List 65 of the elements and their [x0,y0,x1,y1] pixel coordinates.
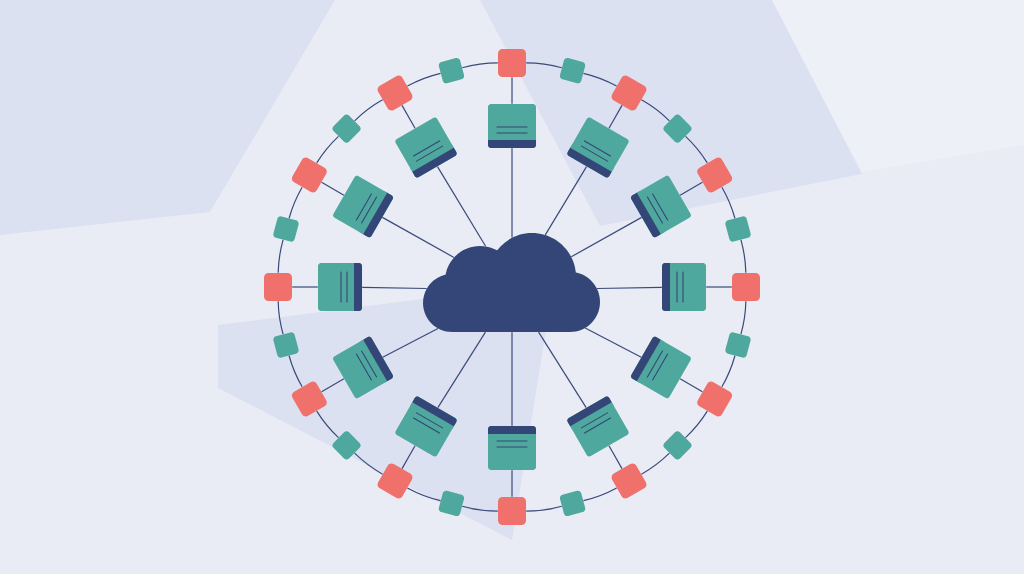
connection-line [584,327,642,358]
connection-line [401,104,416,129]
server-box [488,426,536,470]
server-box [488,104,536,148]
connection-line [321,181,345,196]
ring-line [406,487,442,502]
connection-line [382,327,439,358]
ring-line [740,239,747,274]
ring-line [721,355,736,388]
cloud [423,233,600,332]
ring-line [740,300,747,335]
connection-line [679,378,703,393]
ring-line [354,99,384,122]
ring-line [640,452,670,475]
ring-line [288,355,303,388]
ring-line [316,410,340,439]
connection-line [401,445,416,470]
ring-line [461,505,499,512]
node-square [264,273,292,301]
server-box [631,336,691,399]
connection-line [437,331,487,409]
node-square [732,273,760,301]
ring-line [406,72,442,87]
ring-line [277,300,284,335]
connection-line [511,469,513,498]
connection-line [544,165,588,236]
connection-line [608,445,623,470]
ring-line [316,135,340,164]
server-box [395,396,457,457]
server-box [567,117,629,178]
server-box [631,175,691,238]
ring-line [525,62,563,69]
node-square [498,49,526,77]
server-box [318,263,362,311]
connection-line [705,286,733,288]
connection-line [361,286,428,290]
connection-line [511,331,513,427]
ring-line [288,186,303,219]
connection-line [679,181,703,196]
ring-line [684,410,708,439]
connection-line [511,147,513,239]
server-box [395,117,457,178]
server-box [333,175,393,238]
connection-line [321,378,345,393]
connection-line [291,286,319,288]
connection-line [570,216,643,258]
ring-line [525,505,563,512]
ring-line [354,452,384,475]
ring-line [582,487,618,502]
connection-line [381,216,455,259]
ring-line [684,135,708,164]
connection-line [596,286,663,290]
server-box [662,263,706,311]
ring-line [721,186,736,219]
server-box [333,336,393,399]
server-box [567,396,629,457]
connection-line [511,76,513,105]
ring-line [582,72,618,87]
node-square [498,497,526,525]
connection-line [538,331,587,409]
ring-line [640,99,670,122]
ring-line [277,239,284,274]
ring-line [461,62,499,69]
connection-line [608,104,623,129]
connection-line [436,165,487,247]
